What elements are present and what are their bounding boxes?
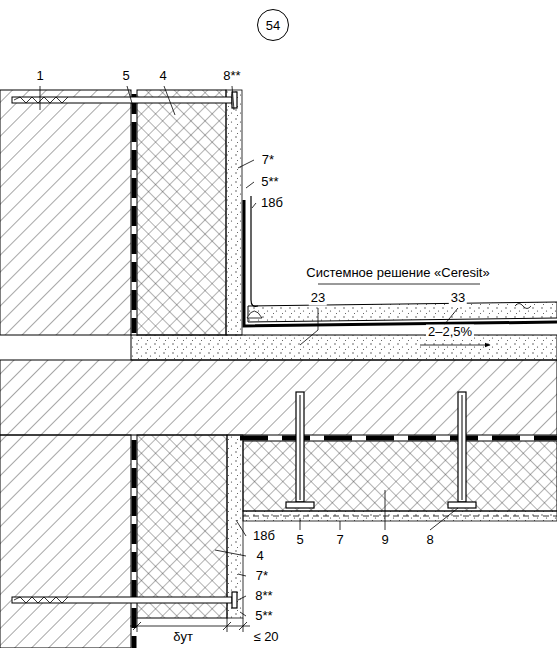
slope-label: 2–2,5% [426,325,474,340]
callout-number: 18б [251,529,277,544]
callout-number: 8** [221,69,242,84]
callout-number: 5 [294,533,305,548]
callout-number: 9 [379,533,390,548]
system-note: Системное решение «Ceresit» [304,266,491,281]
sheet-number: 54 [266,18,280,33]
callout-number: 5** [253,609,274,624]
callout-number: 5** [259,175,280,190]
callout-number: 23 [309,291,327,306]
callout-number: 8 [424,533,435,548]
callout-number: 7* [254,569,270,584]
callout-number: 33 [449,291,467,306]
callout-number: 4 [254,549,265,564]
dimension-label: δут [171,630,195,645]
callout-number: 5 [120,69,131,84]
callout-number: 7 [334,533,345,548]
callout-number: 1 [34,69,45,84]
dimension-label: ≤ 20 [251,630,280,645]
callout-number: 8** [253,589,274,604]
callout-number: 18б [259,196,285,211]
sheet-number-circle: 54 [257,9,289,41]
callout-number: 7* [260,153,276,168]
callout-number: 4 [157,69,168,84]
